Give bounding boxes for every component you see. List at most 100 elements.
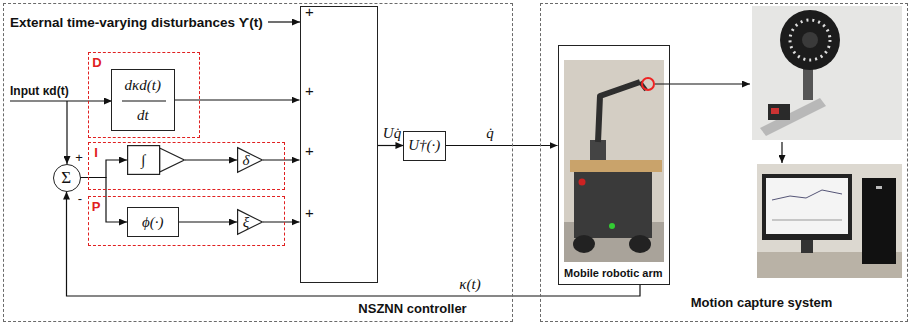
text-holder: +	[305, 142, 314, 160]
integral-branch: I ∫ δ	[88, 142, 285, 190]
pseudoinverse-block: U†(·)	[403, 131, 445, 161]
triangle-outline	[237, 147, 263, 173]
block-title: Motion capture system	[691, 296, 833, 311]
disturbance-label: External time-varying disturbances ϒ(t)	[10, 15, 263, 31]
pc-tower	[862, 178, 896, 264]
integrator-block: ∫	[127, 145, 185, 175]
computer-photo	[757, 164, 902, 278]
text-holder: NSZNN controller	[358, 299, 466, 317]
sign-label: -	[78, 192, 82, 207]
signal-connector	[378, 145, 404, 146]
math-symbol: +	[305, 204, 314, 221]
text-holder: +	[305, 3, 314, 21]
text-holder: +	[75, 148, 83, 166]
robot-wheel	[573, 235, 595, 253]
text-holder: Mobile robotic arm	[564, 263, 662, 281]
camera-tag	[771, 108, 779, 114]
disturbance-wire	[268, 21, 300, 22]
input-wire	[10, 100, 112, 101]
screen-trace	[772, 190, 842, 200]
camera-mount	[803, 66, 813, 100]
text-holder: -	[78, 189, 82, 207]
camera-lens	[802, 32, 818, 48]
triangle-outline	[237, 209, 263, 235]
robot-photo	[564, 60, 664, 262]
integrator-outline	[127, 145, 185, 175]
math-symbol: dt	[137, 107, 149, 124]
math-symbol: +	[305, 82, 314, 99]
signal-wires	[10, 22, 300, 164]
text-holder: ϕ(·)	[142, 213, 164, 231]
proportional-branch: Pϕ(·) ξ	[88, 196, 285, 246]
camera-ring	[790, 20, 830, 60]
arm-links	[598, 82, 640, 142]
signal-connector	[179, 221, 237, 222]
text-holder: q̇	[486, 124, 494, 142]
text-holder: I	[94, 143, 98, 161]
signal-connector	[67, 192, 641, 297]
signal-connector	[263, 159, 300, 160]
math-symbol: +	[305, 142, 314, 159]
fraction-bar	[122, 100, 166, 101]
branch-letter: P	[92, 200, 101, 215]
signal-label: κ(t)	[459, 276, 480, 293]
math-symbol: Σ	[61, 168, 71, 188]
text-holder: +	[305, 204, 314, 222]
monitor	[762, 174, 852, 240]
text-holder: δ	[243, 151, 250, 169]
derivative-block: dκd(t) dt	[111, 69, 175, 131]
summing-junction: Σ	[53, 164, 81, 192]
signal-label: q̇	[486, 125, 494, 142]
signal-connector	[263, 221, 300, 222]
monitor-stand	[801, 240, 813, 253]
input-branch-wire	[66, 101, 67, 164]
gain-triangle: δ	[237, 147, 263, 173]
marker-highlight	[642, 78, 654, 90]
robot-light	[609, 223, 615, 229]
text-holder: D	[92, 53, 101, 71]
text-holder: P	[92, 197, 101, 215]
text-holder: Input κd(t)	[10, 81, 69, 99]
triangle-shape	[238, 148, 263, 173]
capture-region: Motion capture system Mobile robotic arm	[540, 3, 908, 322]
arm-base	[590, 140, 606, 160]
monitor-screen	[766, 178, 848, 234]
text-holder: Motion capture system	[691, 293, 833, 311]
gain-triangle-shape	[160, 148, 185, 172]
text-holder: ξ	[243, 213, 249, 231]
math-symbol: ξ	[243, 214, 249, 231]
text-holder: dκd(t)	[125, 76, 161, 94]
block-title: NSZNN controller	[358, 302, 466, 317]
triangle-shape	[238, 210, 263, 235]
text-holder: Uq̇	[383, 124, 401, 142]
math-symbol: ϕ(·)	[142, 214, 164, 231]
camera-body	[780, 10, 840, 70]
signal-connector	[175, 99, 300, 100]
text-holder: κ(t)	[459, 275, 480, 293]
math-symbol: δ	[243, 152, 250, 169]
derivative-branch: Ddκd(t) dt	[88, 52, 200, 138]
summation-block: + + + +	[300, 6, 378, 283]
robot-box: Mobile robotic arm	[558, 45, 670, 285]
activation-block: ϕ(·)	[127, 207, 179, 237]
text-holder: External time-varying disturbances ϒ(t)	[10, 13, 263, 31]
tripod-bar	[760, 98, 826, 136]
input-label: Input κd(t)	[10, 85, 69, 99]
robot-button	[579, 179, 586, 186]
text-holder: Σ	[61, 168, 71, 188]
integrator-rect	[128, 146, 160, 175]
text-holder: U†(·)	[408, 136, 440, 154]
math-symbol: U†(·)	[408, 137, 440, 154]
data-arrow	[781, 142, 782, 163]
text-holder: ∫	[141, 151, 145, 169]
photo-wall	[757, 164, 902, 278]
branch-letter: D	[92, 56, 101, 71]
math-symbol: ∫	[141, 152, 145, 169]
robot-plate	[570, 160, 662, 172]
small-camera	[768, 104, 790, 120]
robot-base	[574, 170, 652, 238]
sign-label: +	[75, 151, 83, 166]
photo-ceiling	[752, 6, 902, 140]
